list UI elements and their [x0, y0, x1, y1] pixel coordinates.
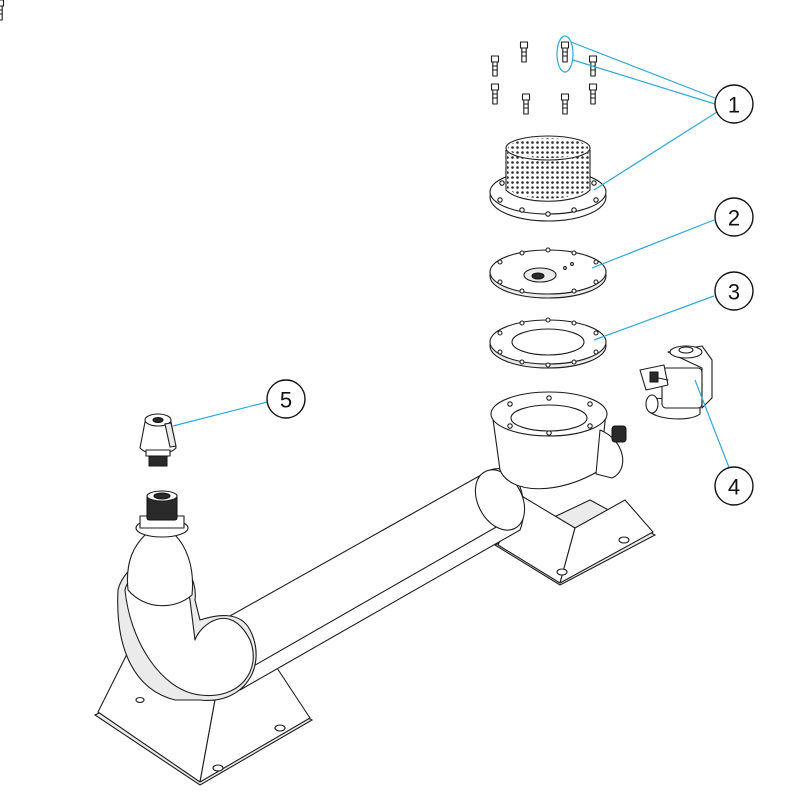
- callout-circle: [714, 466, 754, 506]
- callout-3[interactable]: 3: [714, 271, 754, 311]
- callout-number: 2: [728, 206, 740, 231]
- pipe-assembly: [93, 391, 657, 786]
- callout-number: 1: [728, 93, 740, 118]
- elbow-riser: [117, 490, 257, 701]
- callout-1[interactable]: 1: [714, 84, 754, 124]
- callout-circle: [714, 197, 754, 237]
- callout-5[interactable]: 5: [266, 379, 306, 419]
- strainer-housing: [490, 391, 627, 490]
- callout-4[interactable]: 4: [714, 466, 754, 506]
- callout-circle: [266, 379, 306, 419]
- part-1-strainer-basket: [489, 135, 607, 222]
- callout-leaders: [172, 41, 731, 471]
- part-5-nozzle: [139, 413, 177, 467]
- callout-2[interactable]: 2: [714, 197, 754, 237]
- part-3-gasket: [489, 317, 607, 369]
- callout-circle: [714, 84, 754, 124]
- bolt-highlight-ring: [556, 35, 574, 73]
- part-4-solenoid-valve: [639, 345, 713, 420]
- main-pipe: [204, 468, 526, 691]
- part-1-bolts: [0, 0, 598, 115]
- part-2-cover-plate: [489, 247, 607, 299]
- callout-number: 5: [280, 388, 292, 413]
- callout-number: 3: [728, 280, 740, 305]
- callout-number: 4: [728, 475, 740, 500]
- strainer-mesh: [507, 138, 589, 199]
- callout-circle: [714, 271, 754, 311]
